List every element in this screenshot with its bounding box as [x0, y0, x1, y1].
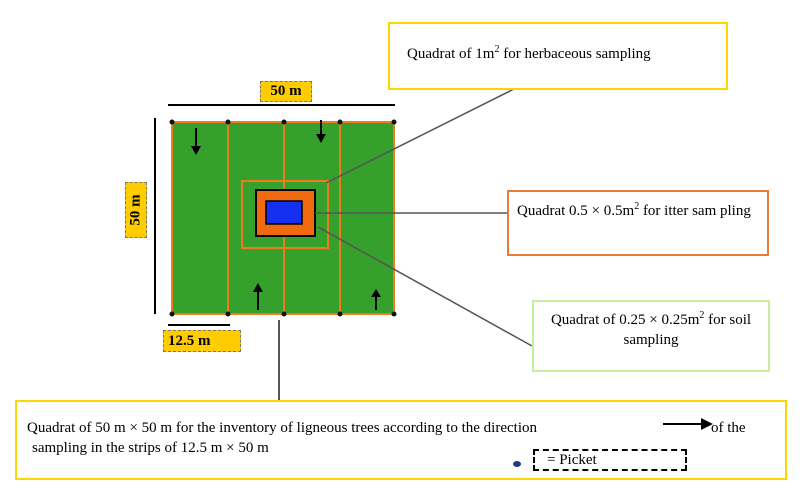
direction-arrow-up — [253, 283, 263, 310]
direction-arrow-icon — [663, 418, 713, 430]
picket — [225, 311, 231, 317]
direction-arrow-down — [316, 120, 326, 143]
picket — [169, 119, 175, 125]
picket — [391, 119, 397, 125]
inventory-text-line1-tail: of the — [711, 420, 746, 436]
picket-legend-icon — [513, 461, 521, 467]
quadrat-0.25m2 — [265, 200, 303, 225]
direction-arrow-down — [191, 128, 201, 155]
bottom-dimension-label: 12.5 m — [163, 330, 241, 352]
inventory-quadrat-callout: Quadrat of 50 m × 50 m for the inventory… — [15, 400, 787, 480]
left-dimension-label: 50 m — [125, 182, 147, 238]
picket — [281, 119, 287, 125]
litter-text-prefix: Quadrat 0.5 × 0.5m — [517, 203, 635, 219]
leader-herbaceous — [325, 81, 529, 184]
soil-text-sup: 2 — [699, 310, 705, 321]
herbaceous-text-suffix: for herbaceous sampling — [499, 46, 651, 62]
litter-text-sup: 2 — [634, 201, 640, 212]
herbaceous-text-sup: 2 — [494, 44, 500, 55]
picket — [337, 311, 343, 317]
quadrat-1m2 — [241, 180, 329, 249]
litter-quadrat-callout: Quadrat 0.5 × 0.5m2 for itter sam pling — [507, 190, 769, 256]
picket — [169, 311, 175, 317]
herbaceous-quadrat-callout: Quadrat of 1m2 for herbaceous sampling — [388, 22, 728, 90]
picket — [225, 119, 231, 125]
litter-text-suffix: for itter sam pling — [639, 203, 751, 219]
herbaceous-text-prefix: Quadrat of 1m — [407, 46, 495, 62]
soil-text-suffix: for soil sampling — [623, 312, 752, 348]
top-dimension-label: 50 m — [260, 81, 312, 102]
inventory-text-line1: Quadrat of 50 m × 50 m for the inventory… — [27, 420, 537, 436]
leader-soil — [317, 226, 533, 347]
soil-text-prefix: Quadrat of 0.25 × 0.25m — [550, 312, 700, 328]
pickets — [169, 119, 397, 317]
picket-legend-label: = Picket — [533, 449, 687, 471]
picket — [337, 119, 343, 125]
left-dimension-text: 50 m — [127, 194, 144, 226]
inventory-text-line2: sampling in the strips of 12.5 m × 50 m — [32, 440, 269, 456]
picket — [391, 311, 397, 317]
direction-arrow-up — [371, 289, 381, 310]
soil-quadrat-callout: Quadrat of 0.25 × 0.25m2 for soil sampli… — [532, 300, 770, 372]
picket — [281, 311, 287, 317]
